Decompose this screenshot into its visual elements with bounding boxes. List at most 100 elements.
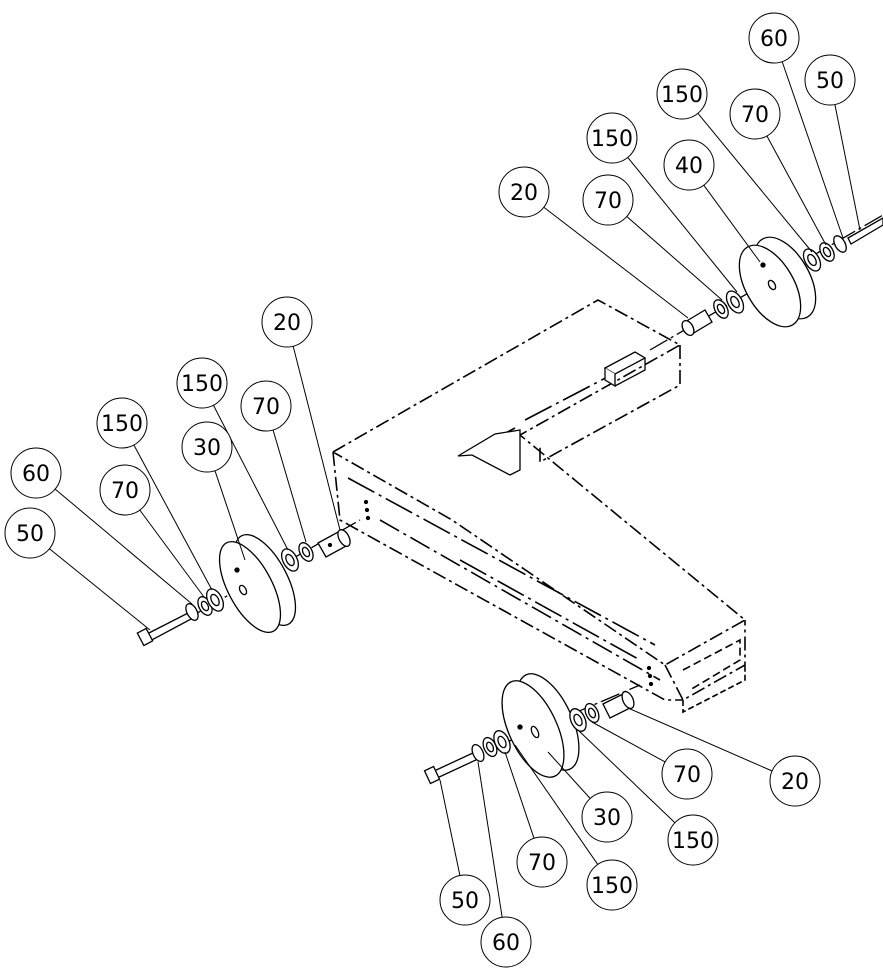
callout-circle (99, 464, 151, 516)
callout-leader (54, 488, 193, 605)
callout-circle (582, 174, 634, 226)
callout-leader (766, 135, 827, 246)
rt-washer-60 (833, 235, 847, 253)
callout-circle (748, 12, 800, 64)
callout-circle (661, 748, 713, 800)
bt-bolt-head (423, 765, 441, 785)
bottom-wheel-assembly (423, 673, 641, 785)
callout-label: 60 (760, 27, 788, 52)
callout-leader (591, 721, 666, 763)
callout-label: 70 (528, 851, 556, 876)
rt-bearing-150-hole (730, 295, 740, 309)
callout-circle (261, 296, 313, 348)
callout-circle (667, 814, 719, 866)
callout-leader (133, 444, 213, 591)
callout-label: 150 (101, 412, 143, 437)
callout-leader (626, 216, 723, 301)
left-wheel-hub (238, 584, 248, 596)
callout-circle (581, 791, 633, 843)
left-spacer-dot (327, 542, 333, 548)
callout-label: 50 (451, 889, 479, 914)
callout-circle (656, 68, 708, 120)
callout-leader (577, 729, 676, 824)
left-wheel-assembly (136, 519, 361, 647)
frame-end-face-inner (682, 638, 741, 691)
callout-circle (586, 112, 638, 164)
frame-lower-edge (379, 519, 661, 681)
frame-top-outline (332, 299, 747, 666)
callout-label: 70 (741, 103, 769, 128)
rt-wheel-dot (760, 262, 766, 268)
rt-washer-70b-hole (822, 246, 832, 258)
rt-washer-70-hole (716, 303, 726, 315)
callout-circle (769, 755, 821, 807)
callout-label: 50 (816, 69, 844, 94)
rt-spacer-20-end (681, 319, 695, 337)
bt-bolt (431, 751, 479, 780)
left-bolt (144, 611, 194, 643)
top-bracket (603, 351, 647, 375)
callout-circle (10, 447, 62, 499)
callout-label: 150 (591, 874, 633, 899)
callout-circle (439, 874, 491, 926)
callout-circle (663, 139, 715, 191)
rt-bolt (847, 217, 883, 245)
callout-leader (139, 509, 205, 598)
callout-leader (547, 751, 591, 799)
left-washer-60 (185, 603, 199, 621)
frame-foot (682, 665, 746, 714)
rt-wheel-hub (767, 279, 777, 291)
callout-leader (781, 61, 844, 239)
frame-solid-details (363, 351, 654, 687)
left-washer-70-hole (200, 600, 210, 612)
callout-circle (96, 397, 148, 449)
callout-label: 20 (781, 770, 809, 795)
callout-label: 30 (593, 806, 621, 831)
hole-dot (364, 507, 370, 513)
left-wheel-front (218, 541, 282, 633)
frame-long-line-2 (459, 559, 641, 661)
callout-label: 60 (22, 462, 50, 487)
callout-circle (498, 166, 550, 218)
callout-leader (213, 404, 289, 551)
callout-label: 150 (591, 127, 633, 152)
hole-dot (648, 681, 654, 687)
right-top-wheel-assembly (649, 214, 883, 351)
callout-circle (181, 421, 233, 473)
callout-label: 20 (273, 311, 301, 336)
callout-circle (586, 859, 638, 911)
callout-circle (729, 88, 781, 140)
hole-dot (363, 499, 369, 505)
callout-circle (4, 507, 56, 559)
callout-leader (214, 470, 246, 561)
callout-label: 150 (181, 372, 223, 397)
callout-label: 50 (16, 522, 44, 547)
callout-label: 60 (492, 931, 520, 956)
callout-leader (292, 346, 341, 531)
callout-circle (516, 836, 568, 888)
frame-front-face (332, 451, 683, 701)
rt-bearing-150b-hole (807, 253, 817, 267)
callout-leader (439, 779, 461, 876)
bt-bearing-150-hole (497, 735, 507, 749)
callout-label: 150 (661, 83, 703, 108)
callout-leader (49, 548, 151, 631)
bt-washer-70-hole (485, 741, 495, 753)
left-bearing-150b-hole (285, 553, 295, 567)
callout-label: 70 (673, 763, 701, 788)
hole-dot (646, 665, 652, 671)
callout-circle (176, 357, 228, 409)
callout-label: 70 (594, 189, 622, 214)
left-washer-70b-hole (301, 546, 311, 558)
frame-long-line-1 (347, 477, 656, 646)
callout-leader (504, 751, 535, 839)
callout-leader (627, 157, 738, 293)
hole-dot (365, 515, 371, 521)
callout-circle (804, 54, 856, 106)
bt-washer-70b-hole (587, 707, 597, 719)
callout-leader (834, 104, 861, 231)
top-bracket-front (614, 358, 646, 387)
callout-leader (272, 429, 307, 543)
callout-label: 150 (672, 829, 714, 854)
bt-bearing-150b-hole (573, 713, 583, 727)
